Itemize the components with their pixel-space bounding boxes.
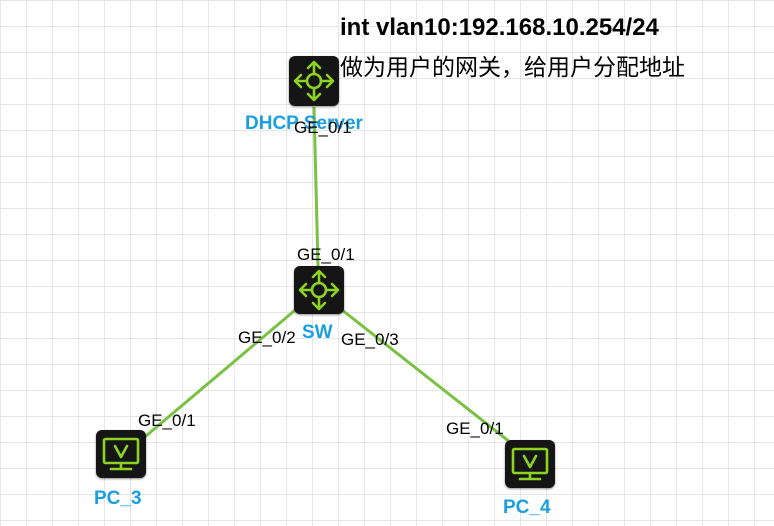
link-sw-pc3[interactable] <box>139 304 301 443</box>
port-label-pc4-ge01: GE_0/1 <box>446 419 504 438</box>
dhcp-server-device[interactable] <box>289 56 339 106</box>
link-dhcp-sw[interactable] <box>312 106 320 267</box>
port-label-sw-ge02: GE_0/2 <box>238 328 296 347</box>
vlan-interface-note: int vlan10:192.168.10.254/24 <box>340 14 659 41</box>
port-label-dhcp-ge01: GE_0/1 <box>294 118 352 137</box>
switch-arrows-icon <box>293 60 335 102</box>
switch-arrows-icon <box>298 269 340 311</box>
port-label-sw-ge01: GE_0/1 <box>297 245 355 264</box>
port-label-pc3-ge01: GE_0/1 <box>138 411 196 430</box>
gateway-description-note: 做为用户的网关，给用户分配地址 <box>340 55 685 81</box>
link-sw-pc4[interactable] <box>336 304 521 452</box>
pc4-device[interactable] <box>505 440 555 488</box>
monitor-icon <box>511 447 549 481</box>
sw-label: SW <box>302 322 333 343</box>
monitor-icon <box>102 437 140 471</box>
pc3-label: PC_3 <box>94 488 142 509</box>
pc4-label: PC_4 <box>503 497 551 518</box>
sw-device[interactable] <box>294 266 344 314</box>
dhcp-server-label: DHCP Server <box>245 113 363 134</box>
port-label-sw-ge03: GE_0/3 <box>341 330 399 349</box>
pc3-device[interactable] <box>96 430 146 478</box>
